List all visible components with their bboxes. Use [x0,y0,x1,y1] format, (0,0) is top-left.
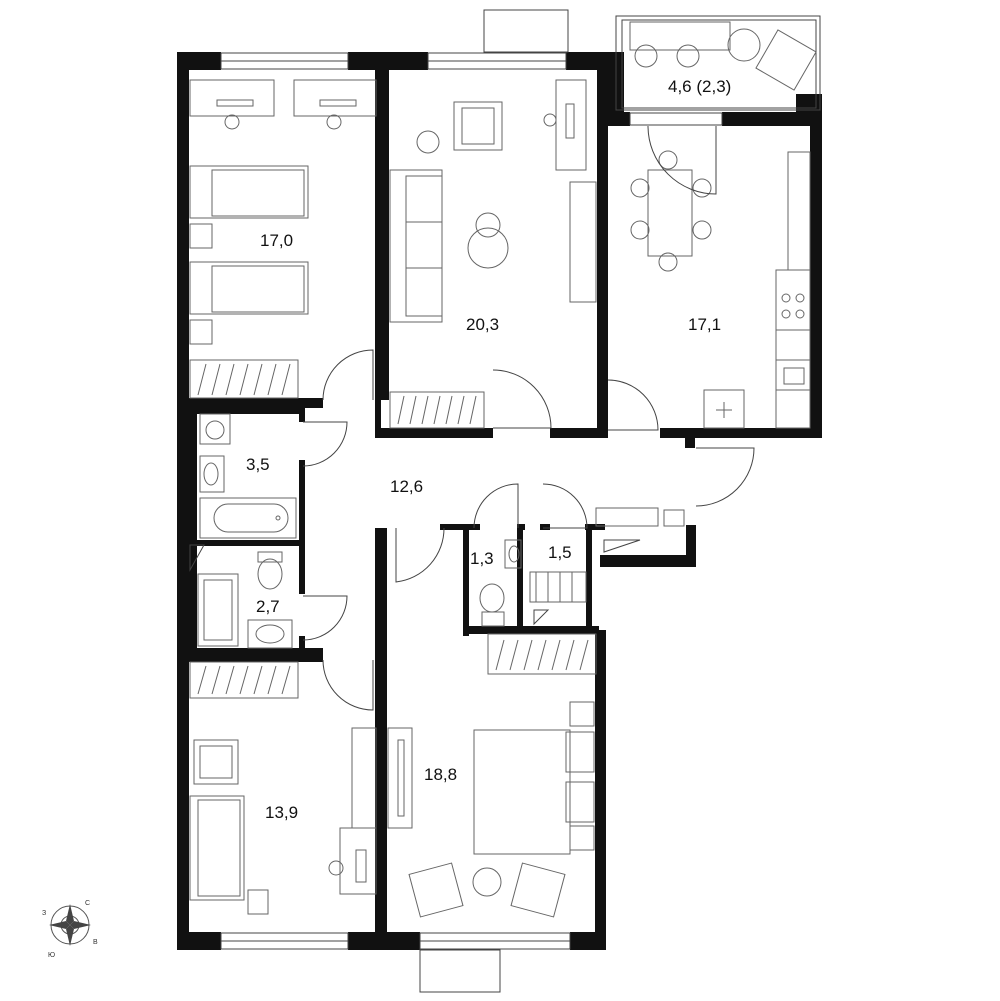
room-area-hallway: 12,6 [390,477,423,496]
room-area-bedroom-bottom-left: 13,9 [265,803,298,822]
room-area-bathroom: 3,5 [246,455,270,474]
interior-walls [177,70,608,932]
room-area-bedroom-top-left: 17,0 [260,231,293,250]
room-area-living-room: 20,3 [466,315,499,334]
bedroom-bottom-left-furniture [189,661,377,915]
room-area-master-bedroom: 18,8 [424,765,457,784]
doors [189,125,755,711]
wc-furniture [479,507,685,627]
bathroom-furniture [197,413,297,649]
master-bedroom-furniture [387,633,597,918]
compass-south: Ю [48,952,55,959]
room-area-balcony: 4,6 (2,3) [668,77,731,96]
area-labels: 17,0 20,3 4,6 (2,3) 17,1 3,5 12,6 1,3 1,… [246,77,731,822]
windows [220,9,723,993]
bedroom-top-left-furniture [189,79,377,399]
compass-rose-icon: С В Ю З [42,900,98,959]
compass-north: С [85,900,90,907]
compass-east: В [93,939,98,946]
room-area-storage: 1,5 [548,543,572,562]
kitchen-furniture [630,150,811,429]
room-area-kitchen: 17,1 [688,315,721,334]
compass-west: З [42,910,46,917]
room-area-wc: 1,3 [470,549,494,568]
balcony [615,15,821,111]
living-room-furniture [389,79,597,429]
room-area-shower-room: 2,7 [256,597,280,616]
